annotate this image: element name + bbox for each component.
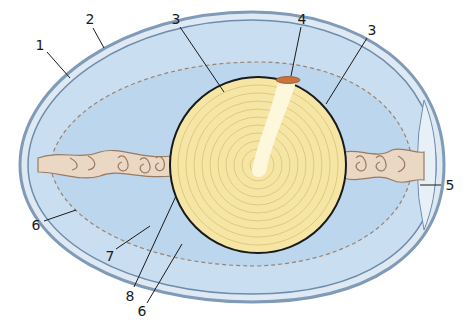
callout-number: 8 [126,289,135,303]
yolk [170,77,346,253]
chalaza [38,150,172,177]
callout-number: 5 [446,178,455,192]
germinal-disc [276,77,300,84]
callout-number: 3 [172,12,181,26]
chalaza [344,149,424,182]
callout-number: 4 [298,12,307,26]
leader-lines [44,27,441,303]
egg-shell [20,12,444,302]
callout-number: 2 [86,12,95,26]
callout-number: 6 [32,218,41,232]
latebra [252,82,296,177]
shell-membrane [28,20,436,294]
callout-number: 7 [106,249,115,263]
callout-number: 3 [368,23,377,37]
callout-number: 6 [138,304,147,318]
callout-number: 1 [36,38,45,52]
